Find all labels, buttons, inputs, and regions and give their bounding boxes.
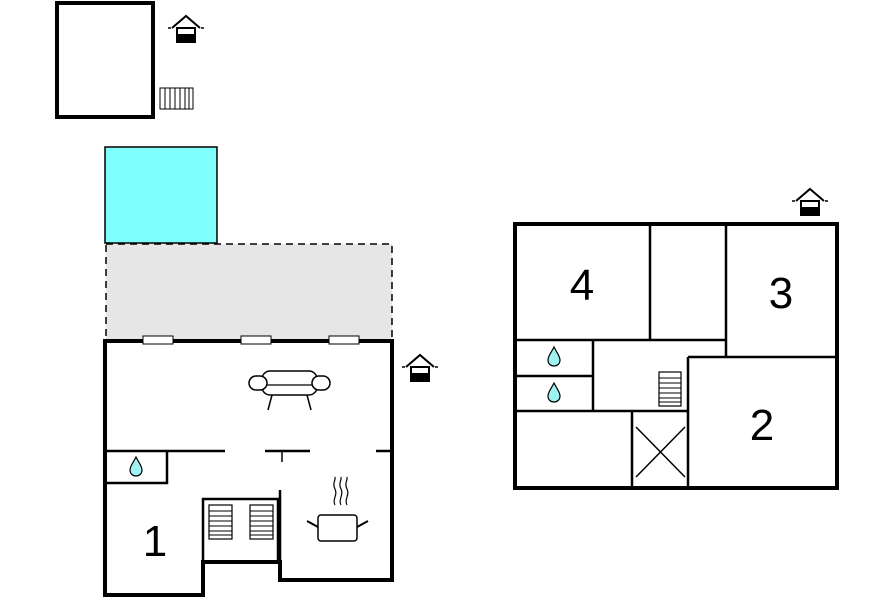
- window-icon: [328, 335, 360, 345]
- water-drop-icon: [547, 346, 561, 367]
- stairs-icon: [208, 504, 274, 540]
- room-3-number: 3: [769, 269, 793, 318]
- house-entrance-icon: [791, 188, 829, 216]
- stairs-icon: [658, 371, 682, 407]
- house-entrance-icon: [167, 15, 205, 43]
- sofa-icon: [248, 370, 331, 411]
- pool: [104, 146, 218, 244]
- upper-floor: [513, 222, 839, 490]
- cooking-pot-icon: [306, 476, 369, 542]
- window-icon: [240, 335, 272, 345]
- stairs-icon: [159, 87, 194, 110]
- room-1-number: 1: [143, 517, 167, 566]
- room-4-number: 4: [570, 261, 594, 310]
- ground-floor: [103, 335, 394, 597]
- house-entrance-icon: [401, 354, 439, 382]
- water-drop-icon: [547, 382, 561, 403]
- terrace: [105, 243, 393, 341]
- outbuilding: [55, 1, 155, 119]
- water-drop-icon: [129, 456, 143, 477]
- window-icon: [142, 335, 174, 345]
- room-2-number: 2: [750, 401, 774, 450]
